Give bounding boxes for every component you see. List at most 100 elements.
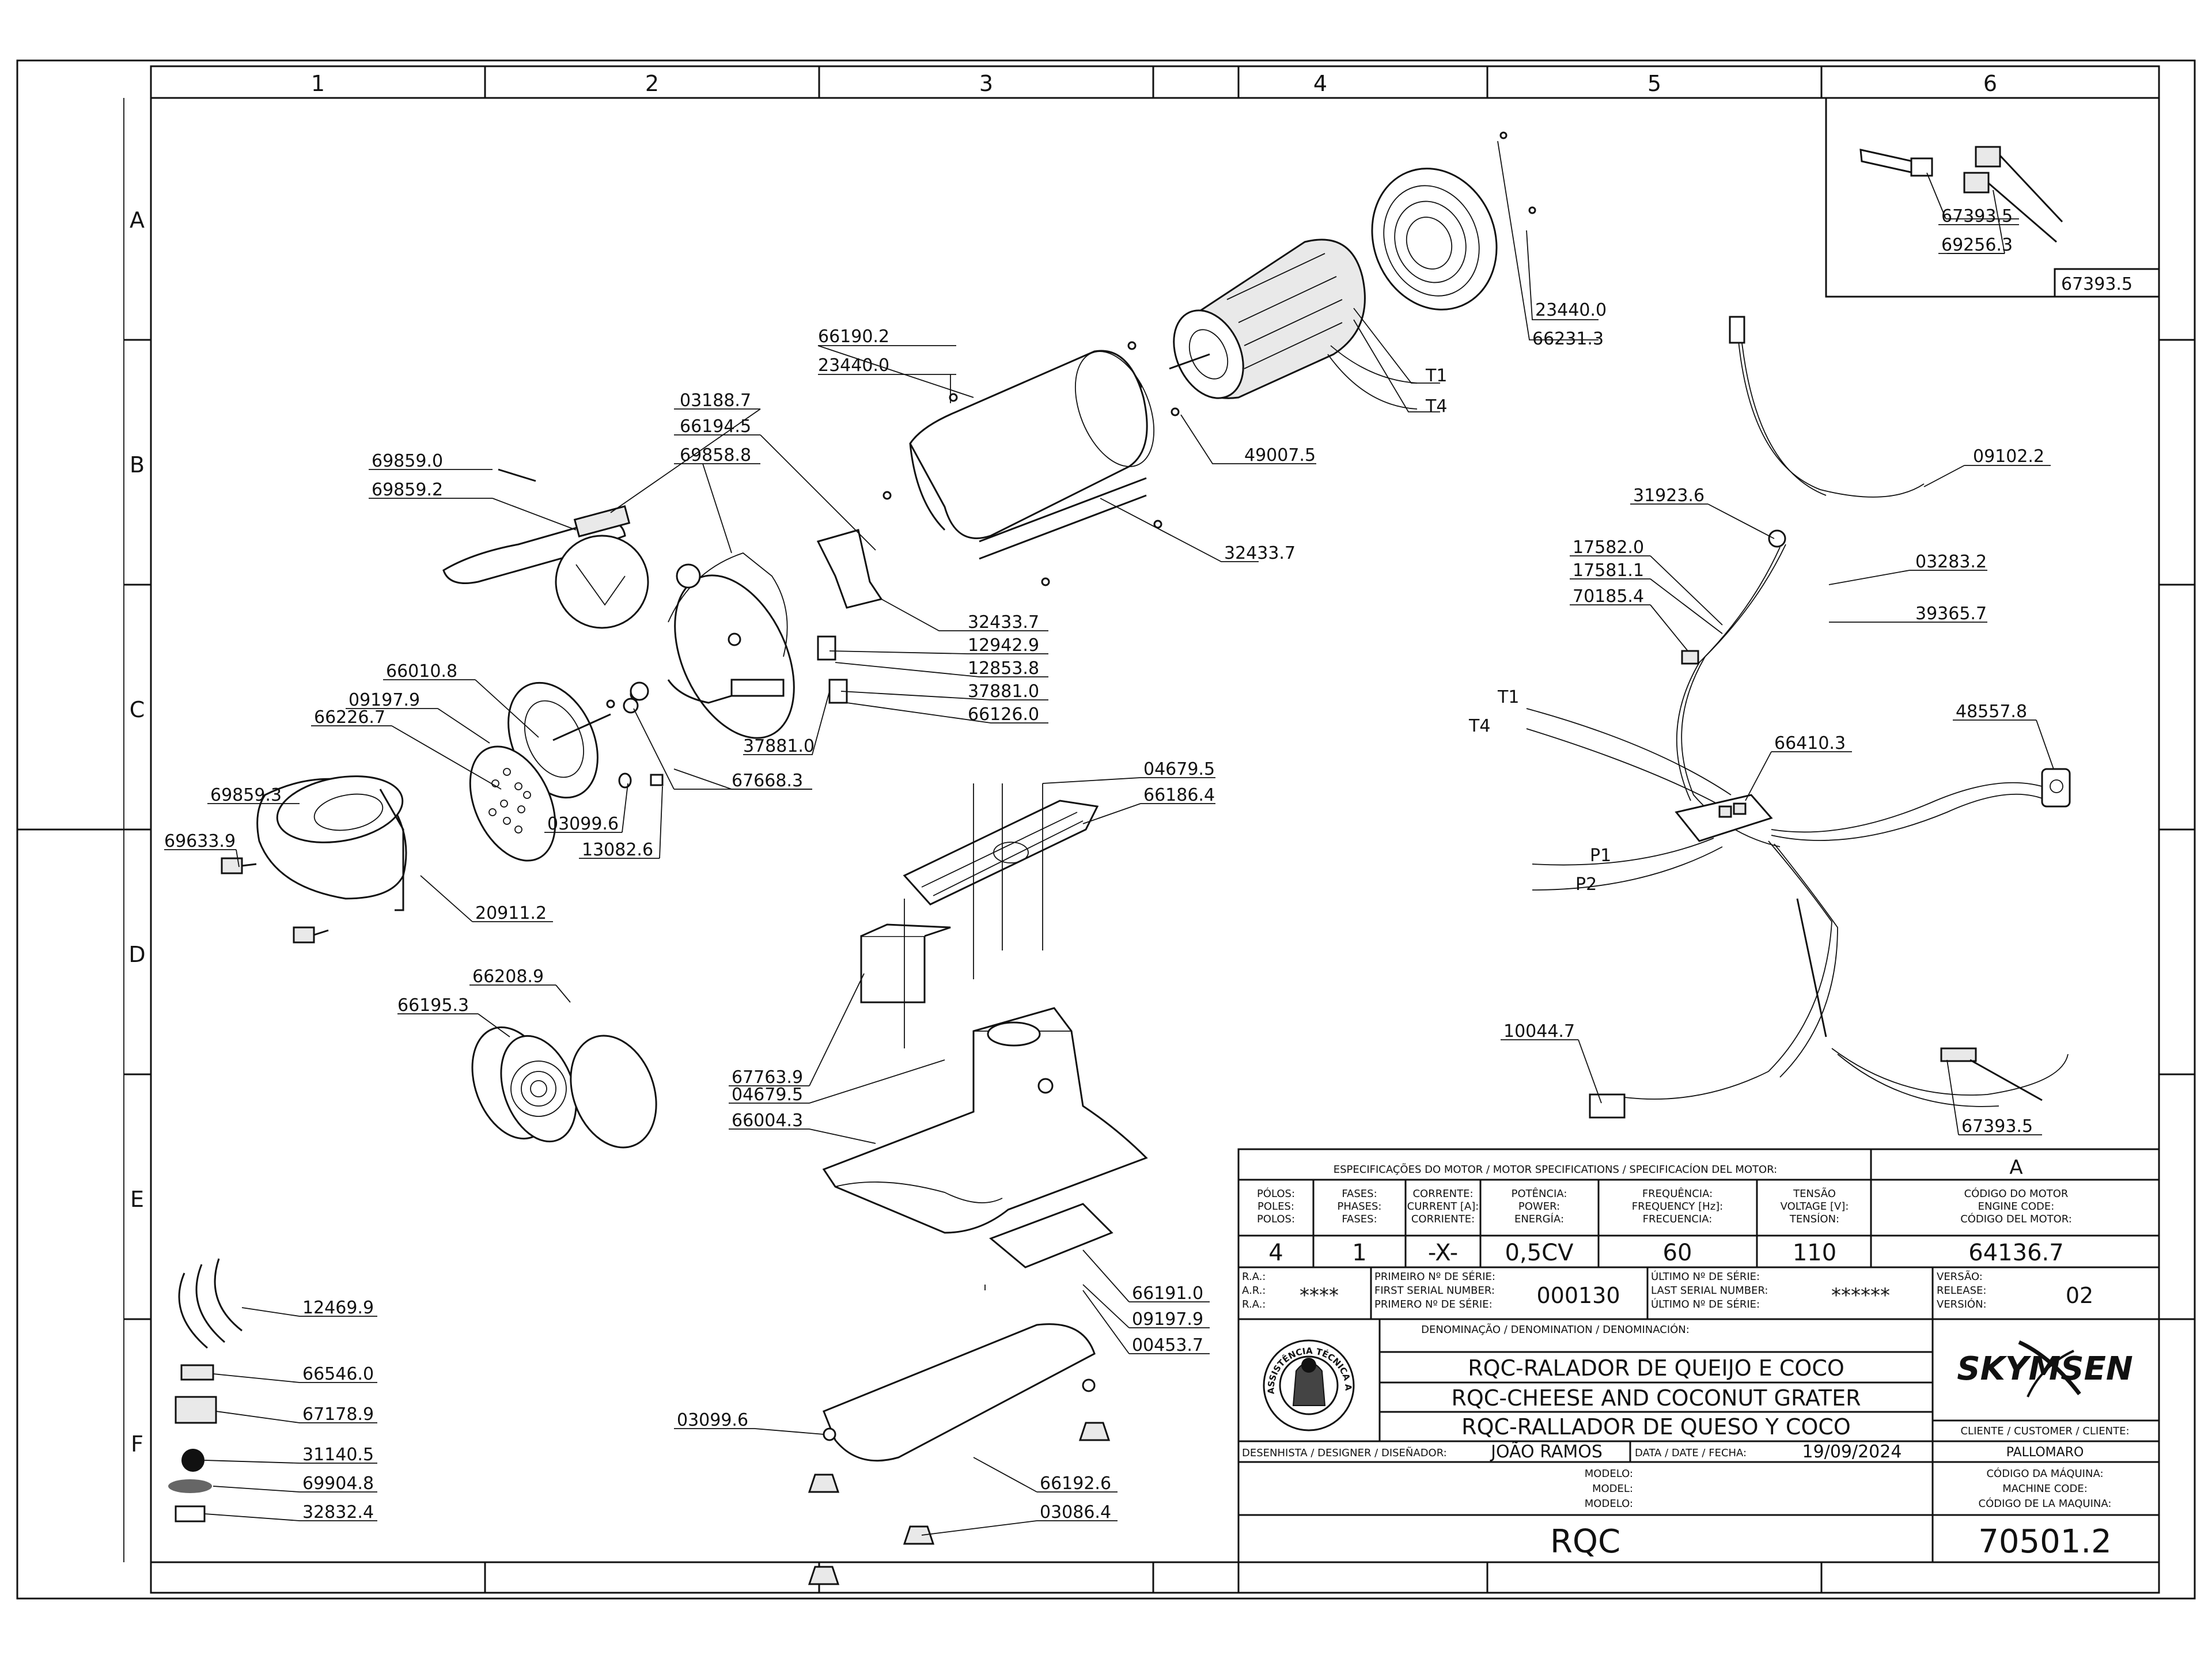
part-label: T1 bbox=[1497, 687, 1519, 707]
frequency-header: FRECUENCIA: bbox=[1643, 1213, 1713, 1225]
column-marker: 3 bbox=[979, 71, 993, 96]
voltage-value: 110 bbox=[1793, 1240, 1836, 1266]
machine-code-value: 70501.2 bbox=[1978, 1523, 2112, 1560]
revision-letter: A bbox=[2009, 1156, 2022, 1179]
part-label: 31923.6 bbox=[1633, 486, 1705, 506]
motor-assembly bbox=[1127, 131, 1536, 416]
column-markers: 1 2 3 4 5 6 bbox=[311, 71, 1997, 96]
part-label: 69859.2 bbox=[372, 480, 443, 500]
wiring-harness bbox=[1526, 316, 2071, 1119]
version-header: VERSÃO: bbox=[1937, 1270, 1983, 1283]
last-serial-value: ****** bbox=[1831, 1284, 1890, 1307]
first-serial-header: PRIMERO Nº DE SÉRIE: bbox=[1374, 1298, 1493, 1310]
denomination-header: DENOMINAÇÃO / DENOMINATION / DENOMINACIÓ… bbox=[1421, 1323, 1690, 1336]
part-label: 66194.5 bbox=[680, 416, 751, 437]
phases-value: 1 bbox=[1352, 1240, 1366, 1266]
part-label: 49007.5 bbox=[1244, 445, 1316, 465]
part-label: 66004.3 bbox=[732, 1111, 803, 1131]
part-label: 20911.2 bbox=[475, 903, 547, 923]
part-label: 12853.8 bbox=[968, 658, 1039, 679]
part-label: 69904.8 bbox=[302, 1474, 374, 1494]
last-serial-header: ÚLTIMO Nº DE SÉRIE: bbox=[1651, 1270, 1760, 1283]
voltage-header: TENSÍON: bbox=[1789, 1213, 1839, 1225]
grater-disc-holes bbox=[488, 768, 531, 834]
part-label: 67178.9 bbox=[302, 1404, 374, 1425]
poles-header: POLES: bbox=[1257, 1200, 1294, 1213]
current-value: -X- bbox=[1428, 1240, 1458, 1266]
phases-header: FASES: bbox=[1342, 1213, 1377, 1225]
current-header: CURRENT [A]: bbox=[1407, 1200, 1479, 1213]
part-label: 00453.7 bbox=[1132, 1335, 1203, 1355]
voltage-header: VOLTAGE [V]: bbox=[1781, 1200, 1849, 1213]
last-serial-header: ÚLTIMO Nº DE SÉRIE: bbox=[1651, 1298, 1760, 1310]
part-label: 32832.4 bbox=[302, 1502, 374, 1522]
part-label: 66191.0 bbox=[1132, 1283, 1203, 1304]
part-label: 03283.2 bbox=[1915, 552, 1987, 572]
grater-housing bbox=[667, 529, 883, 739]
model-header: MODELO: bbox=[1585, 1498, 1633, 1510]
power-header: POWER: bbox=[1518, 1200, 1560, 1213]
seal-text: ASSISTÊNCIA TÉCNICA AUTORIZADA bbox=[0, 0, 1354, 1395]
part-label: 66410.3 bbox=[1774, 733, 1846, 753]
part-label: 12469.9 bbox=[302, 1298, 374, 1318]
engine-code-header: ENGINE CODE: bbox=[1978, 1200, 2055, 1213]
part-label: 37881.0 bbox=[968, 681, 1039, 702]
part-label: 66192.6 bbox=[1040, 1474, 1111, 1494]
voltage-header: TENSÃO bbox=[1793, 1187, 1836, 1200]
client-header: CLIENTE / CUSTOMER / CLIENTE: bbox=[1960, 1425, 2129, 1437]
row-marker: A bbox=[130, 207, 145, 233]
part-label: 04679.5 bbox=[732, 1085, 803, 1105]
current-header: CORRIENTE: bbox=[1411, 1213, 1475, 1225]
motor-spec-header: ESPECIFICAÇÕES DO MOTOR / MOTOR SPECIFIC… bbox=[1334, 1163, 1778, 1176]
part-label: 32433.7 bbox=[1224, 543, 1296, 563]
last-serial-header: LAST SERIAL NUMBER: bbox=[1651, 1285, 1768, 1297]
part-label: 69858.8 bbox=[680, 445, 751, 465]
authorized-service-seal: ASSISTÊNCIA TÉCNICA AUTORIZADA bbox=[0, 0, 1355, 1431]
part-label: 66546.0 bbox=[302, 1364, 374, 1384]
part-label: 67393.5 bbox=[2061, 274, 2133, 294]
part-label: 37881.0 bbox=[743, 736, 815, 756]
part-label: 69859.3 bbox=[210, 785, 282, 805]
name-portuguese: RQC-RALADOR DE QUEIJO E COCO bbox=[1468, 1355, 1844, 1381]
name-english: RQC-CHEESE AND COCONUT GRATER bbox=[1451, 1385, 1861, 1411]
part-label: 17582.0 bbox=[1573, 537, 1644, 558]
hopper bbox=[221, 775, 407, 944]
engine-code-header: CÓDIGO DO MOTOR bbox=[1964, 1187, 2069, 1200]
first-serial-header: PRIMEIRO Nº DE SÉRIE: bbox=[1374, 1270, 1495, 1283]
first-serial-header: FIRST SERIAL NUMBER: bbox=[1374, 1285, 1495, 1297]
date-value: 19/09/2024 bbox=[1802, 1442, 1902, 1462]
ra-header: R.A.: bbox=[1242, 1271, 1266, 1283]
phases-header: PHASES: bbox=[1338, 1200, 1382, 1213]
part-label: 10044.7 bbox=[1503, 1021, 1575, 1041]
part-label: 23440.0 bbox=[1535, 300, 1607, 320]
row-markers: A B C D E F bbox=[128, 207, 145, 1457]
part-label: 69256.3 bbox=[1941, 235, 2013, 255]
grater-discs bbox=[471, 1026, 657, 1149]
first-serial-value: 000130 bbox=[1536, 1283, 1620, 1308]
poles-header: PÓLOS: bbox=[1257, 1187, 1295, 1200]
client-value: PALLOMARO bbox=[2006, 1445, 2084, 1460]
model-header: MODELO: bbox=[1585, 1468, 1633, 1480]
leader-lines bbox=[164, 141, 2054, 1536]
skymsen-logo: SKYMSEN bbox=[1957, 1340, 2133, 1397]
part-label: P2 bbox=[1575, 874, 1597, 895]
part-label: 23440.0 bbox=[818, 355, 889, 376]
ra-value: **** bbox=[1300, 1284, 1339, 1307]
ra-header: A.R.: bbox=[1242, 1285, 1266, 1297]
part-label: 32433.7 bbox=[968, 612, 1039, 632]
part-label: 13082.6 bbox=[582, 840, 653, 860]
column-marker: 4 bbox=[1313, 71, 1327, 96]
frequency-header: FREQUÊNCIA: bbox=[1642, 1187, 1713, 1200]
part-label: 03099.6 bbox=[547, 814, 619, 834]
version-header: VERSIÓN: bbox=[1937, 1298, 1987, 1310]
part-label: 09102.2 bbox=[1973, 446, 2044, 467]
row-marker: F bbox=[131, 1431, 143, 1457]
column-marker: 6 bbox=[1983, 71, 1997, 96]
poles-value: 4 bbox=[1268, 1240, 1283, 1266]
part-label: 67393.5 bbox=[1961, 1116, 2033, 1137]
row-marker: B bbox=[130, 452, 145, 478]
designer-value: JOÃO RAMOS bbox=[1490, 1441, 1603, 1462]
part-label: 03188.7 bbox=[680, 391, 751, 411]
part-label: 66226.7 bbox=[314, 707, 385, 728]
row-marker: C bbox=[130, 697, 145, 722]
